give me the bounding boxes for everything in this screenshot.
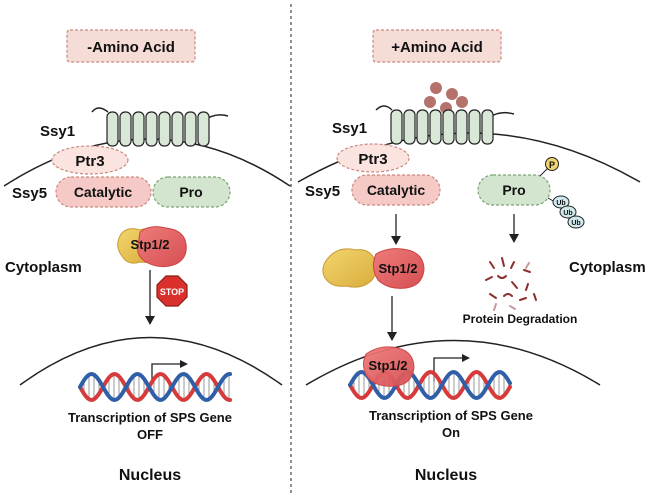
left-ptr3-label: Ptr3 (75, 153, 104, 170)
right-stp-protein (372, 248, 425, 289)
ub-label-1: Ub (556, 200, 565, 207)
phosphate-label: P (549, 160, 555, 170)
right-ssy1-receptor (375, 105, 515, 145)
left-plasma-membrane (3, 138, 291, 187)
right-ptr3-label: Ptr3 (358, 151, 387, 168)
right-panel: +Amino Acid Ssy1 Ptr3 S (297, 29, 646, 484)
right-nuclear-membrane (305, 339, 601, 386)
left-ptr3-shape (51, 145, 129, 175)
right-condition-label: +Amino Acid (391, 39, 483, 56)
left-cytoplasm-label: Cytoplasm (5, 259, 82, 276)
left-stp-protein (137, 226, 187, 268)
right-yellow-protein (322, 248, 378, 288)
left-catalytic-label: Catalytic (74, 184, 133, 200)
stop-sign-icon: STOP (156, 275, 188, 307)
left-nuclear-membrane (19, 336, 283, 386)
left-nucleus-label: Nucleus (119, 467, 181, 484)
left-condition-label: -Amino Acid (87, 39, 175, 56)
phosphate-icon (545, 157, 559, 171)
left-arrow-head (145, 316, 155, 325)
dna-strand-blue (348, 369, 512, 401)
left-transcription-line2: OFF (137, 427, 163, 442)
left-stp-label: Stp1/2 (130, 237, 169, 252)
right-ssy1-label: Ssy1 (332, 120, 367, 137)
right-stp-nucleus-label: Stp1/2 (368, 358, 407, 373)
ubiquitin-chain-icon: Ub Ub Ub (547, 195, 585, 229)
stop-sign-label: STOP (160, 287, 184, 297)
ub-label-3: Ub (571, 220, 580, 227)
right-catalytic-label: Catalytic (367, 182, 426, 198)
right-nucleus-label: Nucleus (415, 467, 477, 484)
left-catalytic-domain (55, 176, 152, 208)
dna-strand-blue (78, 371, 232, 403)
degradation-label: Protein Degradation (463, 312, 578, 326)
right-ptr3-shape (336, 143, 410, 173)
left-condition-box (66, 29, 196, 63)
left-ssy1-receptor (91, 107, 229, 147)
right-ssy5-label: Ssy5 (305, 183, 340, 200)
right-transcription-line1: Transcription of SPS Gene (369, 408, 533, 423)
left-pro-label: Pro (179, 184, 202, 200)
right-pro-label: Pro (502, 182, 525, 198)
left-transcription-line1: Transcription of SPS Gene (68, 410, 232, 425)
right-stp-label: Stp1/2 (378, 261, 417, 276)
left-pro-domain (152, 176, 231, 208)
protein-degradation-icon (485, 257, 537, 311)
left-ssy5-label: Ssy5 (12, 185, 47, 202)
right-transcription-line2: On (442, 425, 460, 440)
left-promoter-arrow (151, 363, 182, 382)
right-stp-bound-protein (362, 346, 415, 387)
left-dna-icon (78, 371, 232, 403)
right-catalytic-domain (351, 174, 441, 206)
dna-strand-red (78, 371, 232, 403)
right-cytoplasm-label: Cytoplasm (569, 259, 646, 276)
left-panel: -Amino Acid Ssy1 Ptr3 Ssy5 Catalytic Pro (3, 29, 291, 484)
left-ssy1-label: Ssy1 (40, 123, 75, 140)
right-pro-domain (477, 174, 551, 206)
right-condition-box (372, 29, 502, 63)
ub-label-2: Ub (563, 210, 572, 217)
amino-acid-icon (424, 82, 468, 114)
